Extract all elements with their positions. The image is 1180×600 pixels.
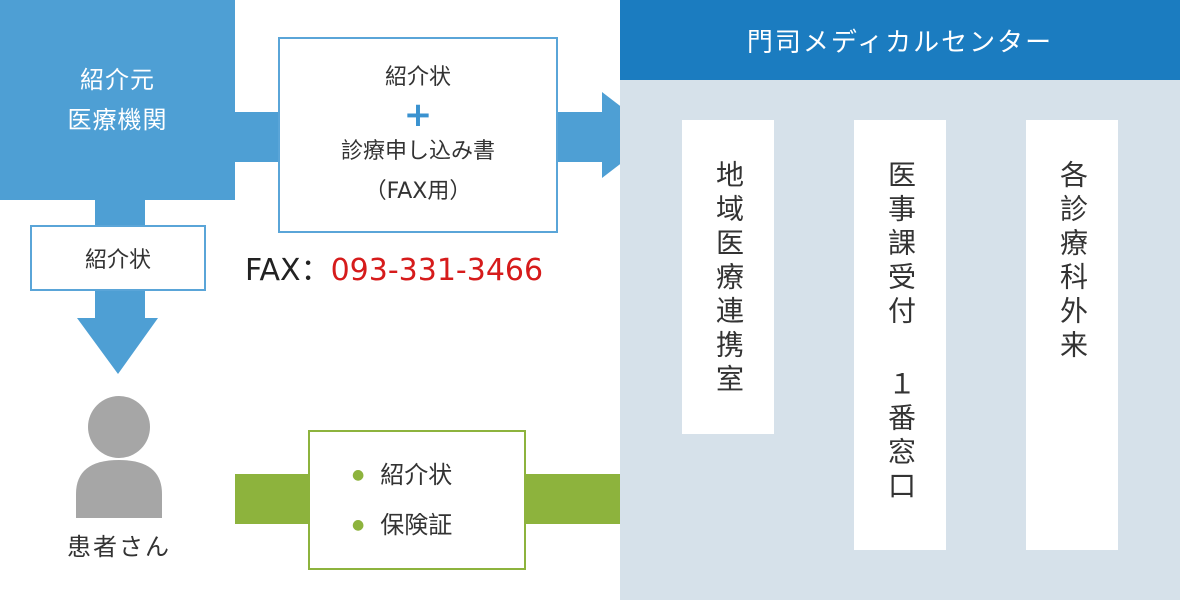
documents-box: 紹介状 + 診療申し込み書 （FAX用）	[278, 37, 558, 233]
referrer-line2: 医療機関	[67, 106, 168, 134]
referrer-line1: 紹介元	[80, 66, 155, 94]
dept-reception-window: 医事課受付 １番窓口	[854, 120, 946, 550]
list-item: ● 紹介状	[352, 450, 524, 500]
person-icon	[76, 396, 162, 518]
dept-label: 地域医療連携室	[712, 160, 745, 398]
referral-letter-label: 紹介状	[84, 248, 151, 273]
referrer-box: 紹介元 医療機関	[0, 0, 235, 200]
documents-line1: 紹介状	[384, 65, 451, 90]
fax-label: FAX：	[245, 253, 331, 288]
fax-number: 093-331-3466	[330, 253, 544, 288]
item-label: 紹介状	[380, 461, 453, 489]
dept-label: 医事課受付 １番窓口	[884, 160, 917, 505]
plus-icon: +	[403, 95, 433, 135]
center-title: 門司メディカルセンター	[620, 0, 1180, 80]
referral-letter-box: 紹介状	[30, 225, 206, 291]
documents-line3: （FAX用）	[364, 179, 472, 204]
patient-label: 患者さん	[67, 533, 171, 561]
patient-items-box: ● 紹介状 ● 保険証	[308, 430, 526, 570]
documents-line2: 診療申し込み書	[340, 139, 495, 164]
bullet-icon: ●	[352, 467, 365, 483]
list-item: ● 保険証	[352, 500, 524, 550]
flow-arrow-down-shaft-bottom	[95, 290, 145, 320]
flow-arrow-down-head	[77, 318, 158, 374]
item-label: 保険証	[380, 511, 453, 539]
flow-arrow-top-shaft-left	[235, 112, 280, 162]
bullet-icon: ●	[352, 517, 365, 533]
dept-label: 各診療科外来	[1056, 160, 1089, 364]
flow-arrow-down-shaft-top	[95, 200, 145, 226]
fax-line: FAX：093-331-3466	[245, 245, 543, 289]
patient-arrow-shaft-left	[235, 474, 310, 524]
flow-arrow-top-shaft-right	[556, 112, 606, 162]
dept-regional-liaison: 地域医療連携室	[682, 120, 774, 434]
dept-outpatient: 各診療科外来	[1026, 120, 1118, 550]
